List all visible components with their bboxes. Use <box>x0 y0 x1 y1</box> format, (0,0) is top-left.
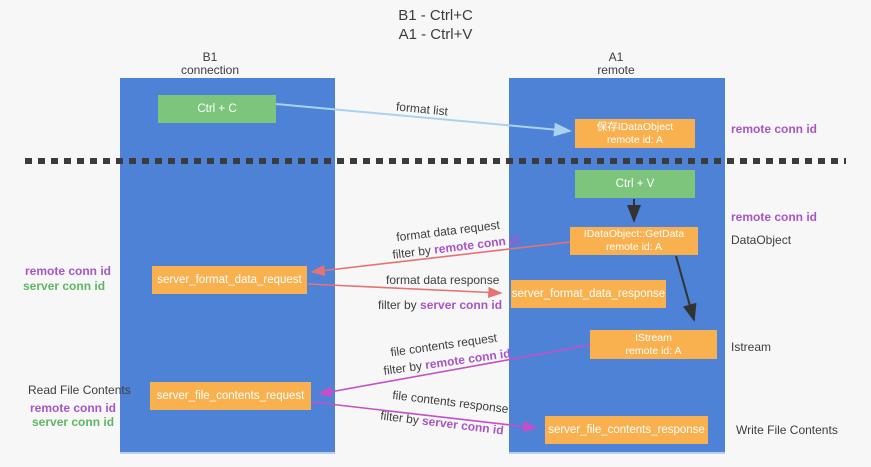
server-file-contents-response-label: server_file_contents_response <box>548 423 705 436</box>
getdata-line1: IDataObject::GetData <box>583 228 685 240</box>
format-list-label: format list <box>395 99 449 119</box>
left-column-role: connection <box>180 63 240 77</box>
right-column-header: A1 remote <box>536 51 696 77</box>
ctrl-v-label: Ctrl + V <box>615 177 655 190</box>
left-column-name: B1 <box>202 50 218 64</box>
ctrl-c-label: Ctrl + C <box>197 102 237 115</box>
title-line-2: A1 - Ctrl+V <box>398 26 473 43</box>
server-format-data-request-box: server_format_data_request <box>152 266 307 294</box>
server-file-contents-request-box: server_file_contents_request <box>150 382 311 410</box>
save-dataobject-line2: remote id: A <box>606 133 664 146</box>
format-data-response-label: format data response <box>386 273 500 287</box>
title-line-1: B1 - Ctrl+C <box>398 7 473 24</box>
left-remote-conn-id-2: remote conn id <box>30 401 117 415</box>
remote-conn-id-annotation-top: remote conn id <box>731 122 818 136</box>
ctrl-v-box: Ctrl + V <box>575 170 695 198</box>
left-remote-conn-id-1: remote conn id <box>25 264 112 278</box>
save-dataobject-box: 保存IDataObject remote id: A <box>575 119 695 148</box>
getdata-line2: remote id: A <box>605 241 663 253</box>
format-data-response-filter: filter by server conn id <box>378 298 502 312</box>
filter-by-text: filter by <box>382 358 427 378</box>
server-format-data-request-label: server_format_data_request <box>157 273 302 286</box>
server-file-contents-response-box: server_file_contents_response <box>545 416 708 444</box>
write-file-contents-annotation: Write File Contents <box>736 423 838 437</box>
right-column-role: remote <box>597 63 635 77</box>
left-server-conn-id-1: server conn id <box>23 279 106 293</box>
filter-by-text: filter by <box>391 242 436 262</box>
dataobject-annotation: DataObject <box>731 233 792 247</box>
istream-box: IStream remote id: A <box>590 330 717 359</box>
server-format-data-response-label: server_format_data_response <box>511 287 666 300</box>
server-file-contents-request-label: server_file_contents_request <box>156 389 305 402</box>
idataobject-getdata-box: IDataObject::GetData remote id: A <box>570 227 698 255</box>
remote-conn-id-annotation-mid: remote conn id <box>731 210 818 224</box>
save-dataobject-line1: 保存IDataObject <box>596 120 674 133</box>
dashed-separator-line <box>25 158 846 164</box>
server-format-data-response-box: server_format_data_response <box>511 280 666 308</box>
server-conn-id-text: server conn id <box>420 298 503 312</box>
istream-line1: IStream <box>635 331 672 344</box>
filter-by-text: filter by <box>378 298 421 312</box>
filter-by-text: filter by <box>379 408 424 428</box>
ctrl-c-box: Ctrl + C <box>158 95 276 123</box>
server-conn-id-text: server conn id <box>421 413 505 438</box>
diagram-title: B1 - Ctrl+C A1 - Ctrl+V <box>0 6 871 44</box>
left-server-conn-id-2: server conn id <box>32 415 115 429</box>
read-file-contents-annotation: Read File Contents <box>28 383 131 397</box>
left-column-header: B1 connection <box>130 51 290 77</box>
right-column-name: A1 <box>608 50 624 64</box>
istream-annotation: Istream <box>731 340 772 354</box>
istream-line2: remote id: A <box>625 344 682 357</box>
